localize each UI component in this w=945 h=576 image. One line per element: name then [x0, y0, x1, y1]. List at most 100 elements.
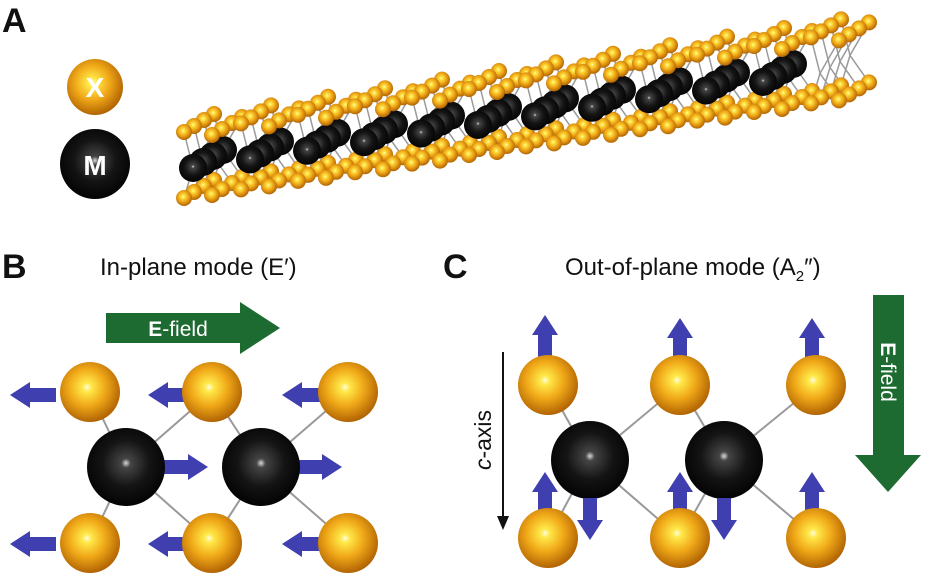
- panel-c-title-main: Out-of-plane mode (A: [565, 254, 796, 281]
- legend-x-atom: [67, 59, 123, 115]
- legend-x: X: [67, 59, 123, 115]
- metal-atom: [692, 76, 720, 105]
- displacement-arrow-right: [298, 454, 342, 480]
- panel-b-structure: [10, 362, 378, 573]
- chalcogen-atom: [404, 89, 420, 106]
- chalcogen-atom: [786, 355, 846, 415]
- metal-atom: [179, 154, 207, 182]
- panel-b-field-rest: -field: [162, 318, 208, 341]
- chalcogen-atom: [603, 126, 619, 143]
- metal-atom: [635, 85, 663, 114]
- chalcogen-atom: [318, 362, 378, 422]
- metal-atom: [236, 145, 264, 174]
- chalcogen-atom: [489, 84, 505, 100]
- chalcogen-atom: [774, 41, 790, 57]
- chalcogen-atom: [774, 101, 790, 117]
- chalcogen-atom: [261, 178, 277, 195]
- chalcogen-atom: [603, 66, 619, 83]
- panel-b-letter: B: [2, 248, 27, 286]
- chalcogen-atom: [746, 38, 762, 54]
- metal-atom: [464, 111, 492, 139]
- metal-atom: [685, 421, 763, 499]
- chalcogen-atom: [546, 135, 562, 152]
- chalcogen-atom: [318, 513, 378, 573]
- metal-atom: [350, 128, 378, 157]
- chalcogen-atom: [347, 98, 363, 115]
- c-axis-arrowhead: [497, 516, 509, 530]
- chalcogen-atom: [575, 129, 591, 146]
- monolayer-lattice: [176, 11, 877, 206]
- legend-m-atom: [60, 129, 130, 199]
- panel-c-title-sub: 2: [796, 268, 804, 285]
- chalcogen-atom: [432, 92, 448, 109]
- chalcogen-atom: [318, 169, 334, 186]
- metal-atom: [521, 102, 549, 131]
- displacement-arrow-up: [532, 472, 558, 514]
- chalcogen-atom: [518, 355, 578, 415]
- panel-c-structure: [518, 315, 846, 568]
- displacement-arrow-up: [799, 318, 825, 360]
- legend-m: M: [60, 129, 130, 199]
- metal-atom: [222, 428, 300, 506]
- panel-c-field-arrow: E-field: [855, 295, 921, 492]
- chalcogen-atom: [375, 101, 391, 118]
- metal-atom: [578, 93, 606, 122]
- displacement-arrow-down: [577, 498, 603, 540]
- panel-b-title: In-plane mode (E′): [100, 254, 297, 281]
- displacement-arrow-down: [711, 498, 737, 540]
- chalcogen-atom: [461, 81, 477, 97]
- metal-atom: [87, 428, 165, 506]
- chalcogen-atom: [660, 118, 676, 135]
- c-axis-indicator: c-axis: [470, 352, 509, 530]
- chalcogen-atom: [290, 172, 306, 189]
- legend-x-label: X: [86, 72, 105, 103]
- panel-c-title: Out-of-plane mode (A2″): [565, 254, 821, 285]
- chalcogen-atom: [176, 124, 192, 140]
- displacement-arrow-left: [10, 531, 56, 557]
- chalcogen-atom: [660, 58, 676, 75]
- chalcogen-atom: [290, 106, 306, 123]
- chalcogen-atom: [803, 29, 819, 46]
- panel-c-field-label: E-field: [876, 342, 899, 402]
- displacement-arrow-left: [282, 382, 328, 408]
- chalcogen-atom: [404, 155, 420, 172]
- chalcogen-atom: [489, 144, 505, 160]
- displacement-arrow-up: [667, 472, 693, 514]
- chalcogen-atom: [60, 362, 120, 422]
- chalcogen-atom: [182, 362, 242, 422]
- chalcogen-atom: [518, 72, 534, 89]
- chalcogen-atom: [318, 109, 334, 126]
- chalcogen-atom: [204, 127, 220, 143]
- panel-c: C Out-of-plane mode (A2″) c-axis E-field: [443, 248, 921, 568]
- panel-b-field-label: E-field: [148, 318, 208, 341]
- chalcogen-atom: [176, 190, 192, 206]
- metal-atom: [293, 136, 321, 165]
- chalcogen-atom: [60, 513, 120, 573]
- panel-c-letter: C: [443, 248, 468, 286]
- chalcogen-atom: [461, 147, 477, 163]
- c-axis-rest: -axis: [470, 410, 496, 459]
- chalcogen-atom: [233, 115, 249, 132]
- chalcogen-atom: [632, 55, 648, 72]
- chalcogen-atom: [803, 95, 819, 112]
- e-field-arrow-down: [855, 295, 921, 492]
- legend-m-label: M: [83, 150, 106, 181]
- chalcogen-atom: [575, 63, 591, 80]
- chalcogen-atom: [831, 32, 847, 49]
- displacement-arrow-right: [164, 454, 208, 480]
- chalcogen-atom: [518, 508, 578, 568]
- chalcogen-atom: [786, 508, 846, 568]
- chalcogen-atom: [546, 75, 562, 92]
- panel-a: A X M: [2, 2, 877, 206]
- metal-atom: [551, 421, 629, 499]
- chalcogen-atom: [261, 118, 277, 135]
- chalcogen-atom: [717, 49, 733, 66]
- displacement-arrow-up: [667, 318, 693, 360]
- chalcogen-atom: [518, 138, 534, 155]
- panel-a-letter: A: [2, 2, 27, 40]
- panel-b-field-bold: E: [148, 318, 162, 341]
- displacement-arrow-left: [282, 531, 328, 557]
- panel-c-field-rest: -field: [876, 356, 899, 402]
- chalcogen-atom: [182, 513, 242, 573]
- displacement-arrow-up: [799, 472, 825, 514]
